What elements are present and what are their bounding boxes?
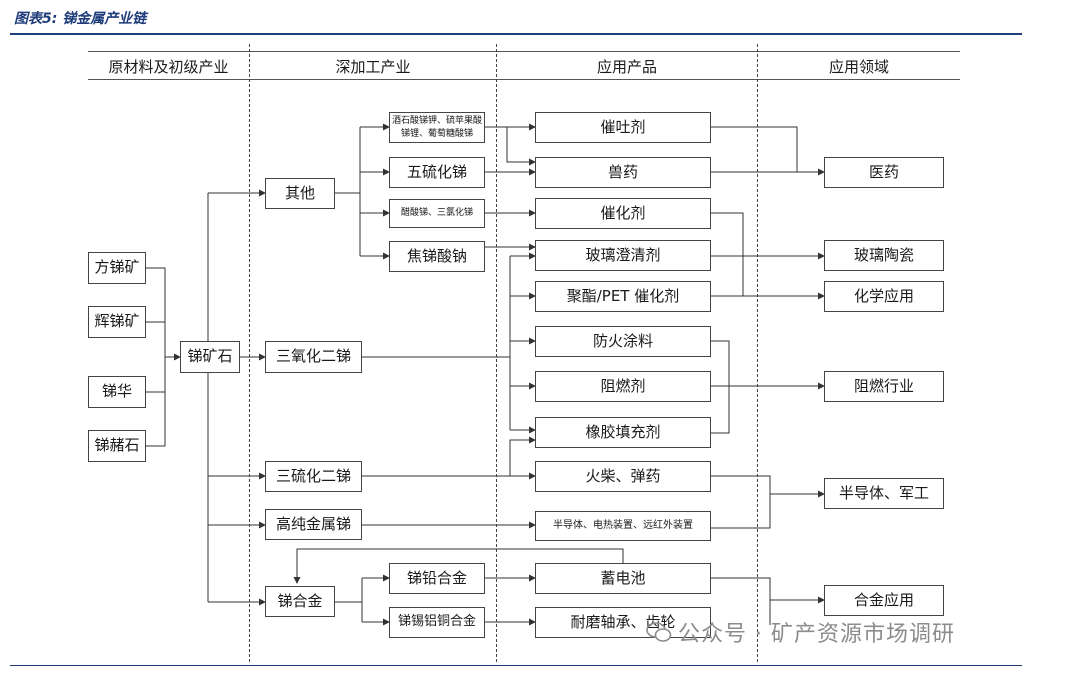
header-products: 应用产品 bbox=[596, 58, 657, 76]
field-alloy-box: 合金应用 bbox=[824, 585, 944, 616]
header-bottom-line bbox=[88, 79, 960, 80]
header-fields: 应用领域 bbox=[828, 58, 889, 76]
watermark: 公众号 · 矿产资源市场调研 bbox=[646, 616, 955, 648]
column-divider-1 bbox=[249, 44, 250, 662]
product-emetic-box: 催吐剂 bbox=[535, 112, 711, 143]
field-flame-retardant-box: 阻燃行业 bbox=[824, 371, 944, 402]
tartrate-compounds-box: 酒石酸锑钾、硫苹果酸锑锂、葡萄糖酸锑 bbox=[389, 112, 485, 143]
field-chemical-box: 化学应用 bbox=[824, 281, 944, 312]
ore-stibnite-box-2: 辉锑矿 bbox=[88, 306, 146, 338]
watermark-text: 公众号 · 矿产资源市场调研 bbox=[678, 622, 955, 647]
antimony-ore-box: 锑矿石 bbox=[180, 341, 240, 373]
field-medicine-box: 医药 bbox=[824, 157, 944, 188]
antimony-alloy-box: 锑合金 bbox=[265, 586, 335, 617]
antimony-pentasulfide-box: 五硫化锑 bbox=[389, 157, 485, 188]
product-flame-retardant-box: 阻燃剂 bbox=[535, 371, 711, 402]
product-semiconductor-devices-box: 半导体、电热装置、远红外装置 bbox=[535, 511, 711, 541]
header-deep-processing: 深加工产业 bbox=[335, 58, 411, 76]
product-rubber-filler-box: 橡胶填充剂 bbox=[535, 417, 711, 448]
bottom-rule bbox=[10, 665, 1022, 666]
wechat-icon bbox=[646, 622, 672, 642]
top-rule bbox=[10, 33, 1022, 35]
field-semiconductor-military-box: 半导体、军工 bbox=[824, 478, 944, 509]
lead-antimony-alloy-box: 锑铅合金 bbox=[389, 563, 485, 594]
antimony-trioxide-box: 三氧化二锑 bbox=[265, 341, 362, 373]
acetate-trichloride-box: 醋酸锑、三氯化锑 bbox=[389, 199, 485, 228]
product-matches-ammo-box: 火柴、弹药 bbox=[535, 461, 711, 492]
column-divider-3 bbox=[757, 44, 758, 662]
figure-caption: 图表5: 锑金属产业链 bbox=[14, 11, 147, 27]
product-fire-coating-box: 防火涂料 bbox=[535, 326, 711, 357]
header-raw-materials: 原材料及初级产业 bbox=[108, 58, 229, 76]
header-top-line bbox=[88, 51, 960, 52]
sodium-pyroantimonate-box: 焦锑酸钠 bbox=[389, 241, 485, 272]
antimony-trisulfide-box: 三硫化二锑 bbox=[265, 461, 362, 492]
field-glass-ceramics-box: 玻璃陶瓷 bbox=[824, 240, 944, 271]
product-veterinary-box: 兽药 bbox=[535, 157, 711, 188]
ore-valentinite-box: 锑华 bbox=[88, 376, 146, 408]
high-purity-antimony-box: 高纯金属锑 bbox=[265, 509, 362, 540]
product-battery-box: 蓄电池 bbox=[535, 563, 711, 594]
product-catalyst-box: 催化剂 bbox=[535, 198, 711, 229]
column-divider-2 bbox=[496, 44, 497, 662]
product-glass-fining-box: 玻璃澄清剂 bbox=[535, 240, 711, 271]
ore-stibiconite-box: 锑赭石 bbox=[88, 430, 146, 462]
ore-stibnite-box-1: 方锑矿 bbox=[88, 252, 146, 284]
product-pet-catalyst-box: 聚酯/PET 催化剂 bbox=[535, 281, 711, 312]
tin-aluminum-copper-alloy-box: 锑锡铝铜合金 bbox=[389, 607, 485, 638]
processing-other-box: 其他 bbox=[265, 178, 335, 209]
